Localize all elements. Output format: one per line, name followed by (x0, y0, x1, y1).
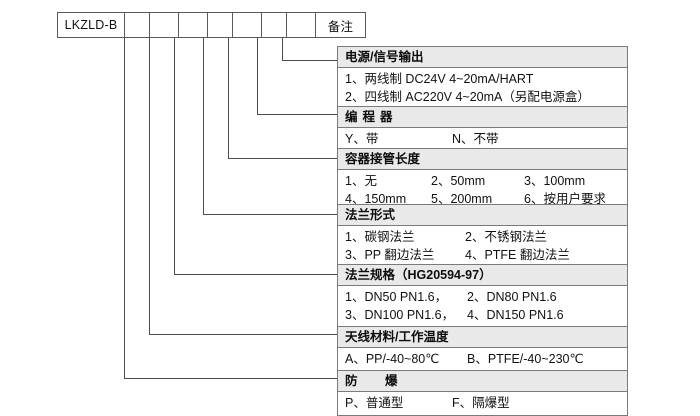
spec-block-flange-type: 法兰形式 1、碳钢法兰 2、不锈钢法兰 3、PP 翻边法兰 4、PTFE 翻边法… (337, 204, 628, 268)
option-item: 1、无 (345, 174, 377, 188)
spec-block-body: 1、碳钢法兰 2、不锈钢法兰 3、PP 翻边法兰 4、PTFE 翻边法兰 (338, 226, 627, 267)
option-item: P、普通型 (345, 396, 404, 410)
option-item: 6、按用户要求 (524, 192, 606, 206)
option-item: 3、100mm (524, 174, 586, 188)
option-item: 2、不锈钢法兰 (465, 230, 547, 244)
option-row: 1、无 2、50mm 3、100mm (345, 172, 627, 190)
option-item: Y、带 (345, 132, 379, 146)
code-cell-blank-2 (150, 13, 179, 37)
connector-hline-3 (228, 158, 338, 159)
spec-block-body: 1、DN50 PN1.6， 2、DN80 PN1.6 3、DN100 PN1.6… (338, 286, 627, 327)
spec-block-body: Y、带 N、不带 (338, 128, 627, 151)
connector-hline-1 (282, 60, 338, 61)
option-row: 1、DN50 PN1.6， 2、DN80 PN1.6 (345, 288, 627, 306)
spec-block-body: 1、两线制 DC24V 4~20mA/HART 2、四线制 AC220V 4~2… (338, 68, 627, 109)
option-item: 4、150mm (345, 192, 407, 206)
option-item: F、隔爆型 (452, 396, 510, 410)
spec-block-programmer: 编程器 Y、带 N、不带 (337, 106, 628, 152)
spec-block-title: 法兰规格（HG20594-97） (338, 265, 627, 286)
spec-block-title: 编程器 (338, 107, 627, 128)
spec-block-body: P、普通型 F、隔爆型 (338, 392, 627, 415)
option-item: 1、DN50 PN1.6， (345, 290, 448, 304)
model-code-row: LKZLD-B 备注 (57, 12, 366, 38)
option-row: 1、两线制 DC24V 4~20mA/HART (345, 70, 627, 88)
spec-block-title: 防 爆 (338, 371, 627, 392)
connector-hline-6 (149, 334, 338, 335)
connector-vline-4 (203, 38, 204, 214)
connector-hline-2 (257, 114, 338, 115)
option-row: A、PP/-40~80℃ B、PTFE/-40~230℃ (345, 350, 627, 368)
connector-hline-5 (174, 274, 338, 275)
option-item: 3、DN100 PN1.6， (345, 308, 455, 322)
spec-block-body: A、PP/-40~80℃ B、PTFE/-40~230℃ (338, 348, 627, 371)
spec-block-title: 法兰形式 (338, 205, 627, 226)
option-row: P、普通型 F、隔爆型 (345, 394, 627, 412)
code-cell-blank-4 (208, 13, 233, 37)
connector-vline-7 (124, 38, 125, 378)
connector-hline-4 (203, 214, 338, 215)
connector-vline-1 (282, 38, 283, 60)
option-item: 4、DN150 PN1.6 (467, 308, 564, 322)
connector-hline-7 (124, 378, 338, 379)
option-row: 4、150mm 5、200mm 6、按用户要求 (345, 190, 627, 208)
code-cell-blank-1 (125, 13, 150, 37)
option-item: 2、四线制 AC220V 4~20mA（另配电源盒） (345, 90, 590, 104)
option-item: 2、DN80 PN1.6 (467, 290, 557, 304)
code-cell-note: 备注 (327, 19, 354, 34)
connector-vline-2 (257, 38, 258, 114)
spec-block-explosion-proof: 防 爆 P、普通型 F、隔爆型 (337, 370, 628, 416)
connector-vline-6 (149, 38, 150, 334)
connector-vline-5 (174, 38, 175, 274)
spec-block-nozzle-length: 容器接管长度 1、无 2、50mm 3、100mm 4、150mm 5、200m… (337, 148, 628, 212)
option-row: 3、DN100 PN1.6， 4、DN150 PN1.6 (345, 306, 627, 324)
option-item: 1、两线制 DC24V 4~20mA/HART (345, 72, 534, 86)
option-item: A、PP/-40~80℃ (345, 352, 440, 366)
spec-block-title: 天线材料/工作温度 (338, 327, 627, 348)
spec-block-body: 1、无 2、50mm 3、100mm 4、150mm 5、200mm 6、按用户… (338, 170, 627, 211)
option-item: 2、50mm (431, 174, 486, 188)
option-item: 1、碳钢法兰 (345, 230, 415, 244)
code-cell-blank-7 (287, 13, 316, 37)
option-item: 5、200mm (431, 192, 493, 206)
code-cell-blank-5 (233, 13, 262, 37)
code-cell-model: LKZLD-B (58, 13, 125, 37)
spec-block-power-signal-output: 电源/信号输出 1、两线制 DC24V 4~20mA/HART 2、四线制 AC… (337, 46, 628, 110)
spec-block-title: 容器接管长度 (338, 149, 627, 170)
option-item: 4、PTFE 翻边法兰 (465, 248, 570, 262)
option-item: B、PTFE/-40~230℃ (467, 352, 584, 366)
option-item: N、不带 (452, 132, 499, 146)
option-row: 3、PP 翻边法兰 4、PTFE 翻边法兰 (345, 246, 627, 264)
code-cell-blank-3 (179, 13, 208, 37)
option-row: 2、四线制 AC220V 4~20mA（另配电源盒） (345, 88, 627, 106)
spec-block-title: 电源/信号输出 (338, 47, 627, 68)
option-row: Y、带 N、不带 (345, 130, 627, 148)
spec-block-antenna-material-temperature: 天线材料/工作温度 A、PP/-40~80℃ B、PTFE/-40~230℃ (337, 326, 628, 372)
spec-block-flange-spec: 法兰规格（HG20594-97） 1、DN50 PN1.6， 2、DN80 PN… (337, 264, 628, 328)
option-item: 3、PP 翻边法兰 (345, 248, 435, 262)
code-cell-blank-6 (262, 13, 287, 37)
connector-vline-3 (228, 38, 229, 158)
option-row: 1、碳钢法兰 2、不锈钢法兰 (345, 228, 627, 246)
